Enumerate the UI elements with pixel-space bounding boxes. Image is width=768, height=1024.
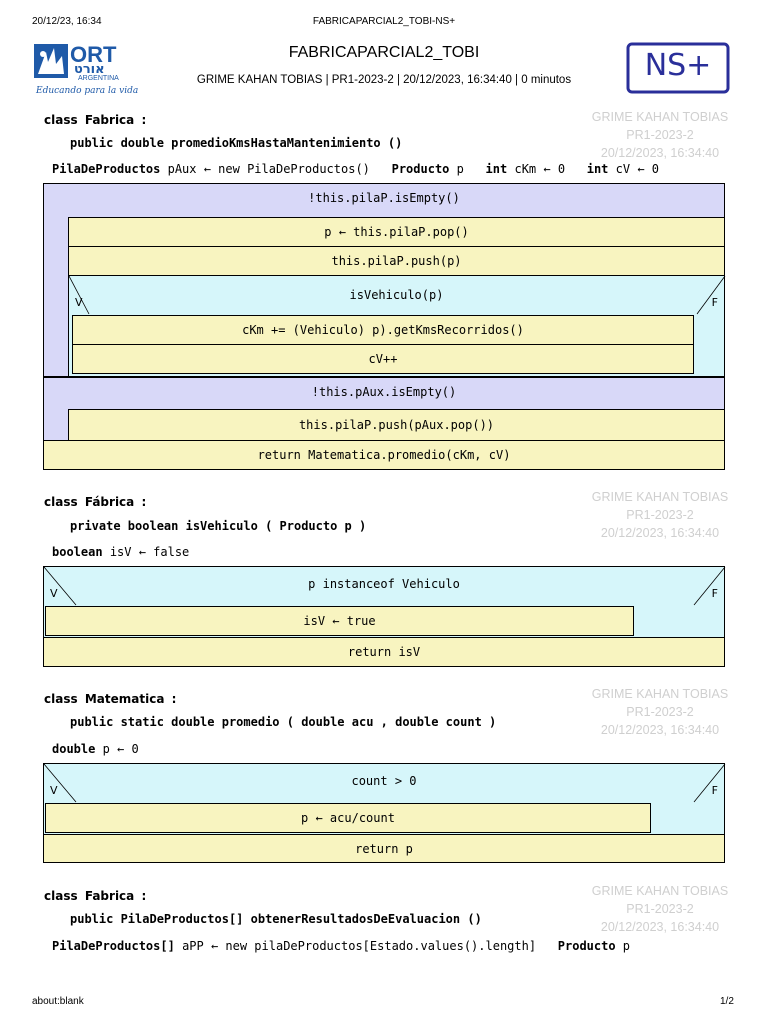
class-name: Matematica [84, 692, 165, 706]
declarations-3: double p ← 0 [52, 742, 139, 756]
watermark-2: GRIME KAHAN TOBIAS PR1-2023-2 20/12/2023… [560, 488, 760, 542]
class-name: Fábrica [84, 495, 135, 509]
false-label: F [711, 296, 718, 309]
watermark-timestamp: 20/12/2023, 16:34:40 [600, 723, 720, 737]
loop-condition: !this.pAux.isEmpty() [311, 385, 457, 399]
class-header-4: class Fabrica : [44, 889, 147, 903]
return-statement-1: return Matematica.promedio(cKm, cV) [43, 440, 725, 470]
logo-text: ORT [70, 42, 117, 67]
watermark-name: GRIME KAHAN TOBIAS [591, 884, 729, 898]
watermark-timestamp: 20/12/2023, 16:34:40 [600, 920, 720, 934]
watermark-course: PR1-2023-2 [626, 705, 694, 719]
print-url: about:blank [32, 996, 84, 1007]
false-label: F [711, 784, 718, 797]
false-label: F [711, 587, 718, 600]
print-datetime: 20/12/23, 16:34 [32, 16, 102, 27]
class-header-2: class Fábrica : [44, 495, 147, 509]
method-signature-2: private boolean isVehiculo ( Producto p … [70, 519, 367, 533]
watermark-course: PR1-2023-2 [626, 902, 694, 916]
loop-condition: !this.pilaP.isEmpty() [308, 191, 460, 205]
true-label: V [75, 296, 83, 309]
statement-push: this.pilaP.push(p) [68, 246, 725, 276]
statement-increment: cV++ [72, 344, 694, 374]
statement-kms: cKm += (Vehiculo) p).getKmsRecorridos() [72, 315, 694, 345]
logo-country: ARGENTINA [78, 75, 119, 82]
method-signature-4: public PilaDeProductos[] obtenerResultad… [70, 912, 482, 926]
declarations-1: PilaDeProductos pAux ← new PilaDeProduct… [52, 162, 660, 176]
document-subtitle: GRIME KAHAN TOBIAS | PR1-2023-2 | 20/12/… [196, 74, 572, 86]
grade-text: NS+ [644, 48, 712, 83]
watermark-timestamp: 20/12/2023, 16:34:40 [600, 146, 720, 160]
true-label: V [50, 784, 58, 797]
class-header-3: class Matematica : [44, 692, 177, 706]
watermark-name: GRIME KAHAN TOBIAS [591, 687, 729, 701]
method-signature-3: public static double promedio ( double a… [70, 715, 497, 729]
declarations-2: boolean isV ← false [52, 545, 190, 559]
statement-assign-true: isV ← true [45, 606, 634, 636]
method-signature-1: public double promedioKmsHastaMantenimie… [70, 136, 403, 150]
declarations-4: PilaDeProductos[] aPP ← new pilaDeProduc… [52, 939, 631, 953]
ort-logo: ORT אורט ARGENTINA Educando para la vida [34, 42, 138, 100]
logo-hebrew: אורט [74, 62, 105, 77]
watermark-name: GRIME KAHAN TOBIAS [591, 490, 729, 504]
watermark-3: GRIME KAHAN TOBIAS PR1-2023-2 20/12/2023… [560, 685, 760, 739]
document-title: FABRICAPARCIAL2_TOBI [288, 44, 480, 61]
print-tab-title: FABRICAPARCIAL2_TOBI-NS+ [312, 16, 456, 27]
logo-tagline: Educando para la vida [36, 86, 139, 96]
statement-restore: this.pilaP.push(pAux.pop()) [68, 409, 725, 441]
watermark-course: PR1-2023-2 [626, 508, 694, 522]
class-name: Fabrica [84, 889, 135, 903]
return-statement-3: return p [43, 834, 725, 863]
watermark-4: GRIME KAHAN TOBIAS PR1-2023-2 20/12/2023… [560, 882, 760, 936]
true-label: V [50, 587, 58, 600]
grade-stamp: NS+ [626, 42, 730, 94]
statement-division: p ← acu/count [45, 803, 651, 833]
watermark-1: GRIME KAHAN TOBIAS PR1-2023-2 20/12/2023… [560, 108, 760, 162]
watermark-name: GRIME KAHAN TOBIAS [591, 110, 729, 124]
watermark-timestamp: 20/12/2023, 16:34:40 [600, 526, 720, 540]
class-name: Fabrica [84, 113, 135, 127]
if-condition: isVehiculo(p) [349, 288, 444, 302]
page-number: 1/2 [720, 996, 734, 1007]
statement-pop: p ← this.pilaP.pop() [68, 217, 725, 247]
class-header-1: class Fabrica : [44, 113, 147, 127]
watermark-course: PR1-2023-2 [626, 128, 694, 142]
if-condition: count > 0 [351, 774, 417, 788]
if-condition: p instanceof Vehiculo [308, 577, 460, 591]
return-statement-2: return isV [43, 637, 725, 667]
